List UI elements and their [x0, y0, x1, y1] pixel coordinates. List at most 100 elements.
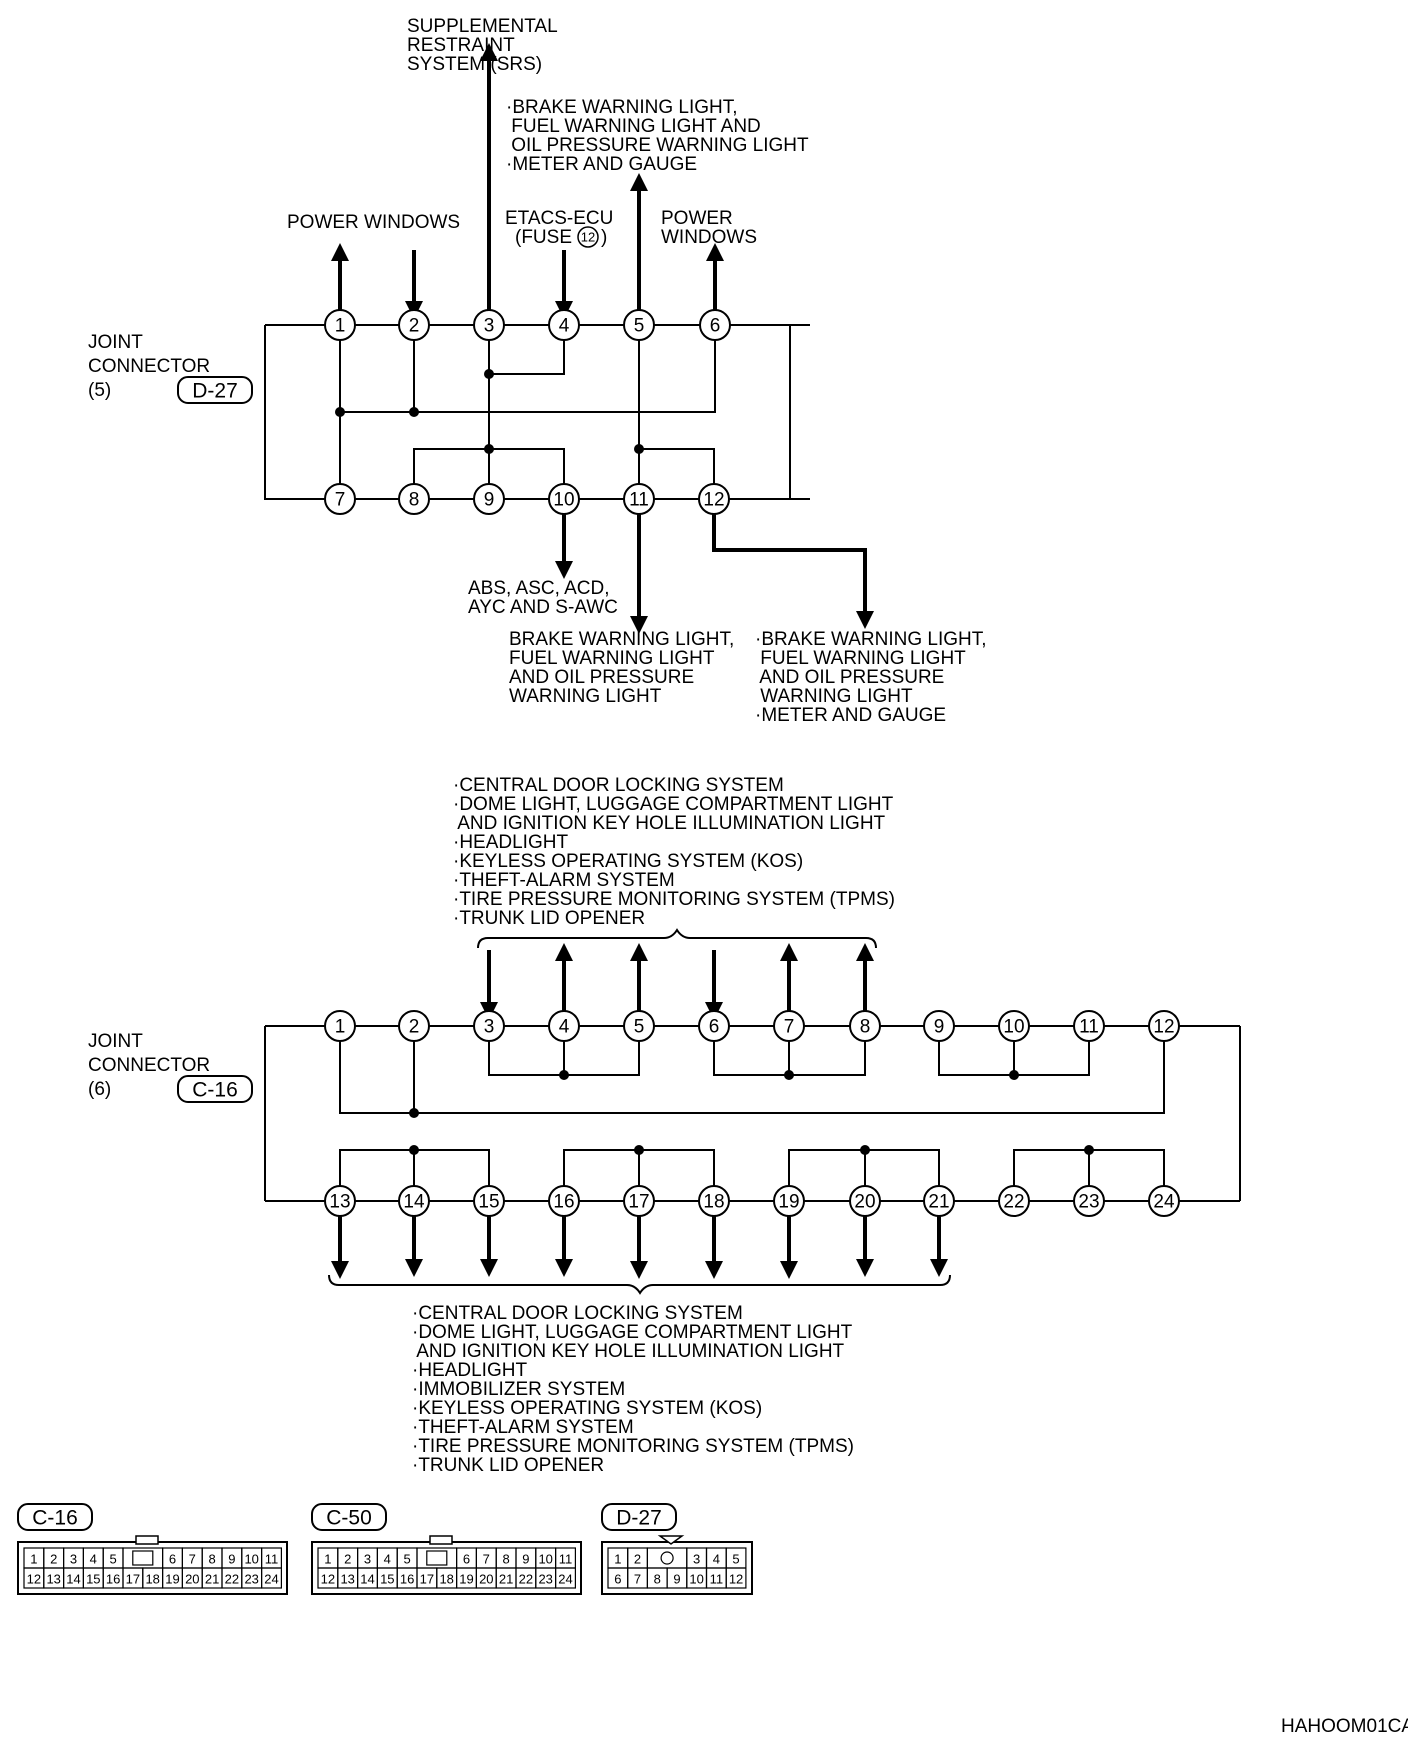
svg-text:·TRUNK LID OPENER: ·TRUNK LID OPENER [453, 908, 645, 929]
connector-cell-number: 3 [70, 1552, 77, 1567]
svg-text:RESTRAINT: RESTRAINT [407, 35, 515, 56]
svg-text:11: 11 [1079, 1017, 1099, 1038]
svg-text:1: 1 [335, 1017, 346, 1038]
d27-label-etacs: ETACS-ECU (FUSE 12 ) [505, 208, 613, 248]
d27-top-pins: 1 2 3 4 5 6 [324, 309, 731, 341]
connector-cell-number: 12 [729, 1572, 743, 1587]
c16-pin-19: 19 [773, 1185, 805, 1217]
d27-label-pin11: BRAKE WARNING LIGHT, FUEL WARNING LIGHT … [509, 629, 734, 707]
svg-text:5: 5 [634, 1017, 645, 1038]
svg-text:10: 10 [553, 490, 574, 511]
svg-text:15: 15 [478, 1192, 499, 1213]
c16-pin-24: 24 [1148, 1185, 1180, 1217]
connector-cell-number: 9 [673, 1572, 680, 1587]
d27-title-line3: (5) [88, 380, 111, 401]
d27-pin-6: 6 [699, 309, 731, 341]
svg-text:4: 4 [559, 316, 570, 337]
fuse-number-circle [577, 226, 599, 248]
c16-pin-16: 16 [548, 1185, 580, 1217]
svg-text:20: 20 [854, 1192, 875, 1213]
d27-pin-2: 2 [398, 309, 430, 341]
connector-cell-number: 6 [463, 1552, 470, 1567]
connector-cell-number: 2 [634, 1552, 641, 1567]
connector-key-circle [660, 1551, 674, 1565]
connector-cell-number: 6 [169, 1552, 176, 1567]
svg-text:13: 13 [329, 1192, 350, 1213]
connector-key-cell [646, 1547, 688, 1569]
svg-text:D-27: D-27 [616, 1507, 662, 1530]
connector-key-slot [132, 1550, 154, 1566]
connector-cell-number: 8 [208, 1552, 215, 1567]
connector-cell-number: 3 [693, 1552, 700, 1567]
c16-pin-6: 6 [698, 1010, 730, 1042]
connector-cell-number: 4 [384, 1552, 391, 1567]
c16-title-line3: (6) [88, 1079, 111, 1100]
c16-pin-23: 23 [1073, 1185, 1105, 1217]
c16-pin-7: 7 [773, 1010, 805, 1042]
svg-text:·TIRE PRESSURE MONITORING SYST: ·TIRE PRESSURE MONITORING SYSTEM (TPMS) [412, 1436, 854, 1457]
connector-cell-number: 19 [459, 1572, 473, 1587]
connector-cell-number: 15 [380, 1572, 394, 1587]
d27-tag-box [177, 376, 253, 404]
svg-text:AND IGNITION KEY HOLE ILLUMINA: AND IGNITION KEY HOLE ILLUMINATION LIGHT [412, 1341, 845, 1362]
connector-cell-number: 23 [244, 1572, 258, 1587]
svg-text:2: 2 [409, 1017, 420, 1038]
d27-pin-4: 4 [548, 309, 580, 341]
connector-cell-number: 1 [324, 1552, 331, 1567]
svg-text:C-50: C-50 [326, 1507, 372, 1530]
svg-text:·TIRE PRESSURE MONITORING SYST: ·TIRE PRESSURE MONITORING SYSTEM (TPMS) [453, 889, 895, 910]
connector-cell [725, 1567, 747, 1589]
c16-top-brace [477, 928, 877, 949]
svg-text:2: 2 [409, 316, 420, 337]
svg-text:11: 11 [629, 490, 649, 511]
svg-text:·THEFT-ALARM SYSTEM: ·THEFT-ALARM SYSTEM [453, 870, 675, 891]
svg-text:FUEL WARNING LIGHT: FUEL WARNING LIGHT [509, 648, 715, 669]
c16-bottom-systems-list: ·CENTRAL DOOR LOCKING SYSTEM ·DOME LIGHT… [412, 1303, 854, 1476]
svg-text:22: 22 [1003, 1192, 1024, 1213]
svg-text:6: 6 [709, 1017, 720, 1038]
c16-pin-8: 8 [849, 1010, 881, 1042]
connector-cell-number: 16 [400, 1572, 414, 1587]
connector-cell-number: 17 [126, 1572, 140, 1587]
connector-cell-number: 15 [86, 1572, 100, 1587]
d27-joint-connector: JOINT CONNECTOR (5) D-27 [88, 16, 987, 726]
c16-pin-5: 5 [623, 1010, 655, 1042]
d27-pin-11: 11 [623, 483, 655, 515]
connector-key-slot [426, 1550, 448, 1566]
svg-text:·KEYLESS OPERATING SYSTEM (KOS: ·KEYLESS OPERATING SYSTEM (KOS) [412, 1398, 762, 1419]
d27-label-pin5: ·BRAKE WARNING LIGHT, FUEL WARNING LIGHT… [506, 97, 809, 175]
d27-pin-3: 3 [473, 309, 505, 341]
svg-text:19: 19 [778, 1192, 799, 1213]
d27-pin-5: 5 [623, 309, 655, 341]
svg-text:·TRUNK LID OPENER: ·TRUNK LID OPENER [412, 1455, 604, 1476]
svg-text:AND IGNITION KEY HOLE ILLUMINA: AND IGNITION KEY HOLE ILLUMINATION LIGHT [453, 813, 886, 834]
svg-text:10: 10 [1003, 1017, 1024, 1038]
svg-text:WINDOWS: WINDOWS [661, 227, 757, 248]
connector-cell-number: 23 [538, 1572, 552, 1587]
c16-pin-13: 13 [324, 1185, 356, 1217]
connector-cell-number: 16 [106, 1572, 120, 1587]
svg-text:·CENTRAL DOOR LOCKING SYSTEM: ·CENTRAL DOOR LOCKING SYSTEM [453, 775, 784, 796]
c16-tag-box [177, 1075, 253, 1103]
svg-text:4: 4 [559, 1017, 570, 1038]
svg-text:ETACS-ECU: ETACS-ECU [505, 208, 613, 229]
d27-pin-10: 10 [548, 483, 580, 515]
svg-text:24: 24 [1153, 1192, 1175, 1213]
svg-text:23: 23 [1078, 1192, 1099, 1213]
connector-cell-number: 22 [519, 1572, 533, 1587]
svg-text:8: 8 [409, 490, 420, 511]
c16-top-systems-list: ·CENTRAL DOOR LOCKING SYSTEM ·DOME LIGHT… [453, 775, 895, 929]
connector-cell-number: 18 [145, 1572, 159, 1587]
d27-title-line1: JOINT [88, 332, 143, 353]
connector-cell-number: 3 [364, 1552, 371, 1567]
svg-text:AND OIL PRESSURE: AND OIL PRESSURE [509, 667, 694, 688]
svg-text:12: 12 [1153, 1017, 1174, 1038]
d27-pin-8: 8 [398, 483, 430, 515]
svg-text:): ) [601, 227, 607, 248]
connector-cell-number: 10 [244, 1552, 258, 1567]
svg-text:3: 3 [484, 1017, 495, 1038]
c16-pin-9: 9 [923, 1010, 955, 1042]
connector-cell-number: 7 [189, 1552, 196, 1567]
